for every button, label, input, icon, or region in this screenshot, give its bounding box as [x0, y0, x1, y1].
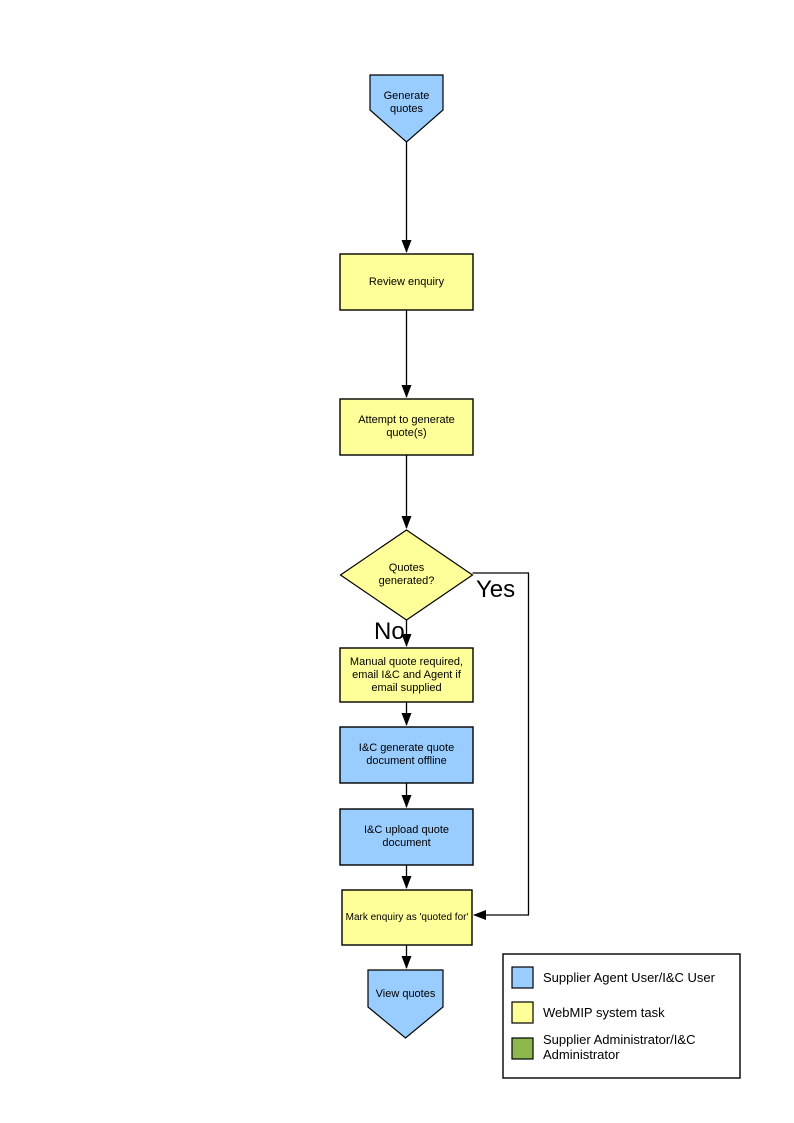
connector-decision-mark-yes [472, 572, 530, 920]
generate-offline-process-shape [339, 726, 474, 784]
legend-swatch-admin-task [511, 1037, 534, 1060]
decision-diamond-shape [339, 529, 474, 621]
attempt-process-shape [339, 398, 474, 456]
legend-box [502, 953, 741, 1079]
legend-swatch-user-task [511, 966, 534, 989]
end-terminator-shape [367, 969, 444, 1039]
manual-quote-process-shape [339, 647, 474, 703]
legend-swatch-system-task [511, 1001, 534, 1024]
mark-quoted-process-shape [341, 889, 473, 946]
start-terminator-shape [369, 74, 444, 143]
review-process-shape [339, 253, 474, 311]
upload-process-shape [339, 808, 474, 866]
